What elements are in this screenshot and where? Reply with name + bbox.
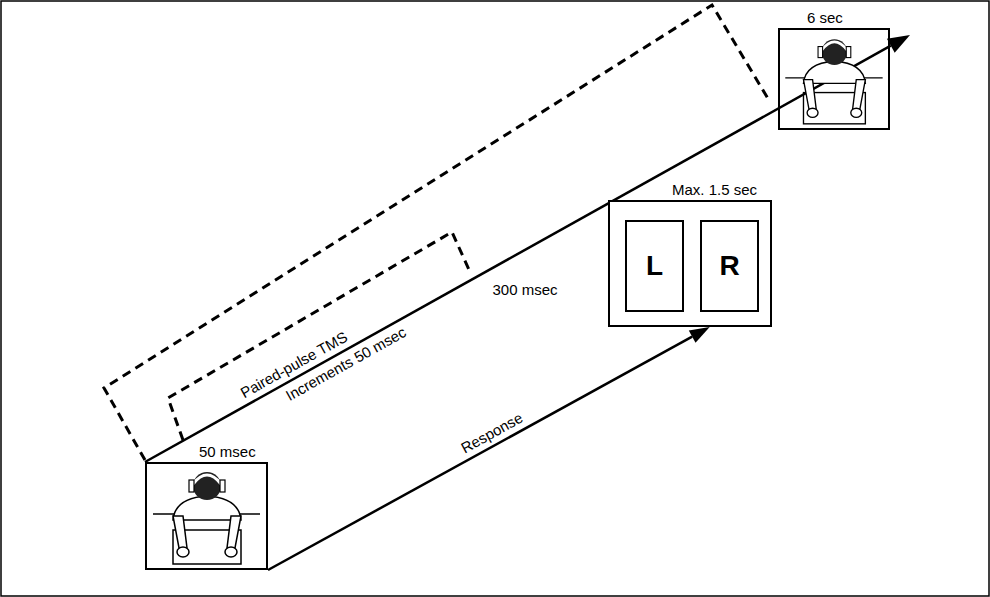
response-key-box: R xyxy=(700,220,759,312)
duration-heading: 50 msec xyxy=(199,443,256,461)
subject-illustration xyxy=(153,472,260,564)
edge-label: Response xyxy=(458,409,526,457)
response-screen-box: Max. 1.5 secLR xyxy=(608,200,772,327)
outer-dashed-bracket xyxy=(104,5,770,460)
key-letter: R xyxy=(719,250,739,282)
response-key-box: L xyxy=(625,220,684,312)
duration-heading: 6 sec xyxy=(807,9,843,27)
arrowhead xyxy=(689,327,710,343)
key-letter: L xyxy=(646,250,663,282)
inner-dashed-bracket xyxy=(168,232,470,440)
subject-illustration xyxy=(785,39,882,124)
timeline-arrowhead xyxy=(887,35,910,53)
intertrial-box: 6 sec xyxy=(778,28,890,130)
duration-heading: Max. 1.5 sec xyxy=(672,181,757,199)
trial-start-box: 50 msec xyxy=(145,462,268,570)
duration-label: 300 msec xyxy=(492,281,557,299)
